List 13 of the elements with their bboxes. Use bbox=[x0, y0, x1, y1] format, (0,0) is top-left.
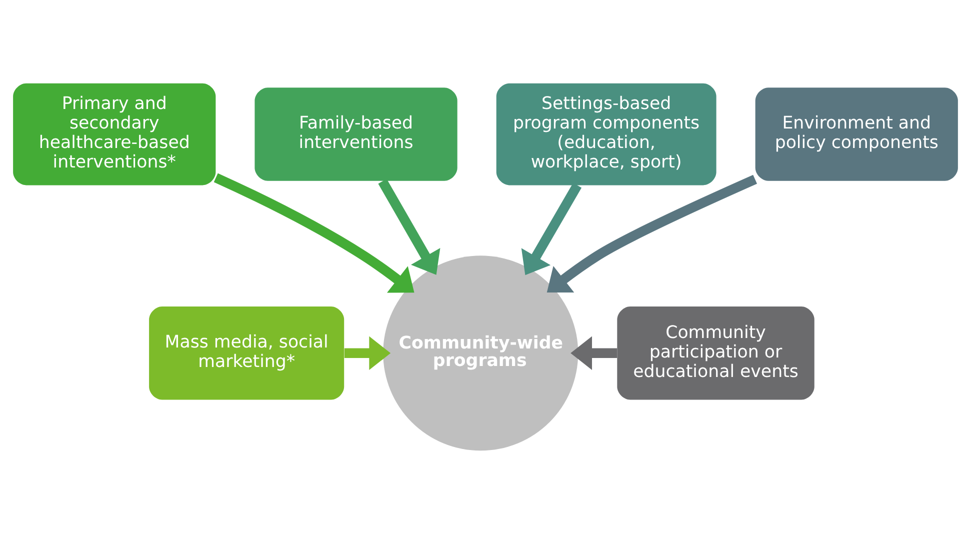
node-box: Community participation or educational events bbox=[617, 306, 814, 400]
node-box: Environment and policy components bbox=[755, 88, 958, 181]
node-box: Primary and secondary healthcare-based interventions* bbox=[13, 83, 216, 186]
arrow bbox=[546, 174, 758, 293]
node-circle: Community-wide programs bbox=[383, 256, 578, 451]
node-box: Mass media, social marketing* bbox=[149, 306, 344, 400]
node-box: Settings-based program components (education, workplace, sport) bbox=[496, 83, 716, 186]
arrow bbox=[570, 336, 618, 370]
arrow bbox=[521, 182, 582, 276]
arrow bbox=[214, 173, 414, 293]
node-box: Family-based interventions bbox=[254, 88, 458, 181]
arrow bbox=[344, 336, 391, 370]
arrow bbox=[378, 178, 440, 275]
